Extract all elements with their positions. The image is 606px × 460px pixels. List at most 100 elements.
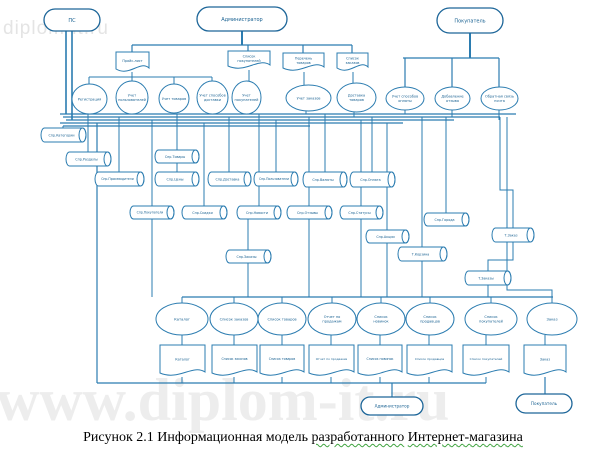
node-c-delivery: Спр.Доставка <box>207 171 252 187</box>
node-label: Спр.Города <box>434 218 454 222</box>
node-c-goods: Спр.Товары <box>154 149 200 164</box>
node-g-sales: Отчет по продажам <box>308 344 355 376</box>
node-label: Спр.Скидки <box>192 211 212 215</box>
node-label: Т.Заказы <box>477 276 494 280</box>
node-c-categories: Спр.Категории <box>40 127 87 143</box>
node-c-sections: Спр.Разделы <box>65 151 112 167</box>
node-b-order: Заказ <box>526 302 578 336</box>
node-label: ПС <box>68 18 76 24</box>
node-c-orders2: Т.Заказы <box>464 270 512 286</box>
node-p-orders: Учет заказов <box>285 84 332 112</box>
node-g-orders: Список заказов <box>211 344 258 376</box>
node-c-users: Спр.Пользователи <box>253 171 299 187</box>
node-label: Спр.Товары <box>165 155 186 159</box>
node-label: Каталог <box>174 317 190 321</box>
node-t-buyer-bottom: Покупатель <box>515 393 573 414</box>
node-label: Отчет по продажам <box>316 357 348 361</box>
node-c-promos: Спр.Акции <box>365 229 410 244</box>
node-c-makers: Спр.Производители <box>94 171 145 187</box>
node-b-goods: Список товаров <box>257 302 307 336</box>
node-label: Спр.Доставка <box>216 177 240 181</box>
node-label: Спр.Заказы <box>236 255 256 259</box>
node-label: Учет заказов <box>297 96 321 100</box>
node-c-reviews: Спр.Отзывы <box>286 205 333 220</box>
node-label: Администратор <box>375 404 410 409</box>
node-label: Каталог <box>175 357 190 361</box>
node-label: Покупатель <box>531 401 558 406</box>
node-c-order: Т.Заказ <box>491 227 535 243</box>
node-label: Спр.Акции <box>376 235 394 239</box>
node-label: Заказ <box>540 357 550 361</box>
node-label: Список продавцов <box>415 357 445 361</box>
node-label: Список товаров <box>267 317 296 321</box>
node-label: Список заказов <box>220 317 249 321</box>
caption-word-underlined-2: Интернет-магазина <box>407 430 523 445</box>
node-label: Спр.Производители <box>101 177 134 181</box>
node-label: Спр.Статусы <box>348 211 371 215</box>
node-label: Т.Заказ <box>504 233 518 237</box>
node-label: Список новинок <box>367 357 394 361</box>
node-t-ps: ПС <box>43 8 101 32</box>
caption-prefix: Рисунок 2.1 Информационная модель <box>83 430 312 445</box>
node-label: Спр.Валюты <box>312 178 334 182</box>
node-c-currency: Спр.Валюты <box>302 171 348 188</box>
node-c-prices: Спр.Цены <box>154 171 200 187</box>
node-c-statuses: Спр.Статусы <box>339 205 384 220</box>
node-label: Заказ <box>546 317 557 321</box>
node-label: Т.Корзина <box>411 252 430 256</box>
node-c-buyers: Спр.Покупатели <box>129 205 175 220</box>
node-c-payment: Спр.Оплата <box>349 171 396 188</box>
node-label: Спр.Разделы <box>75 157 98 161</box>
node-label: Прайс-лист <box>122 59 142 63</box>
node-label: Учет товаров <box>162 97 186 101</box>
figure-caption: Рисунок 2.1 Информационная модель разраб… <box>0 430 606 446</box>
node-label: Спр.Новости <box>246 211 268 215</box>
node-g-sellers: Список продавцов <box>406 344 453 376</box>
node-label: Регистрация <box>78 97 101 101</box>
caption-word-underlined-1: разработанного <box>311 430 405 445</box>
node-g-buyers: Список покупателей <box>462 344 510 376</box>
node-p-goods: Учет товаров <box>158 83 190 114</box>
node-label: Администратор <box>221 17 262 23</box>
node-t-admin-bottom: Администратор <box>360 396 424 416</box>
node-label: Спр.Отзывы <box>297 211 318 215</box>
node-c-cities: Спр.Города <box>423 212 470 227</box>
node-label: Спр.Покупатели <box>137 211 164 215</box>
node-c-news: Спр.Новости <box>236 205 282 220</box>
node-c-orders: Спр.Заказы <box>225 249 272 264</box>
node-g-catalog: Каталог <box>159 344 206 376</box>
node-label: Список заказов <box>221 357 247 361</box>
node-label: Список покупателей <box>470 357 503 361</box>
node-label: Покупатель <box>454 18 485 24</box>
connector-line <box>487 242 514 271</box>
node-p-registration: Регистрация <box>71 83 108 115</box>
node-c-discounts: Спр.Скидки <box>181 205 228 220</box>
